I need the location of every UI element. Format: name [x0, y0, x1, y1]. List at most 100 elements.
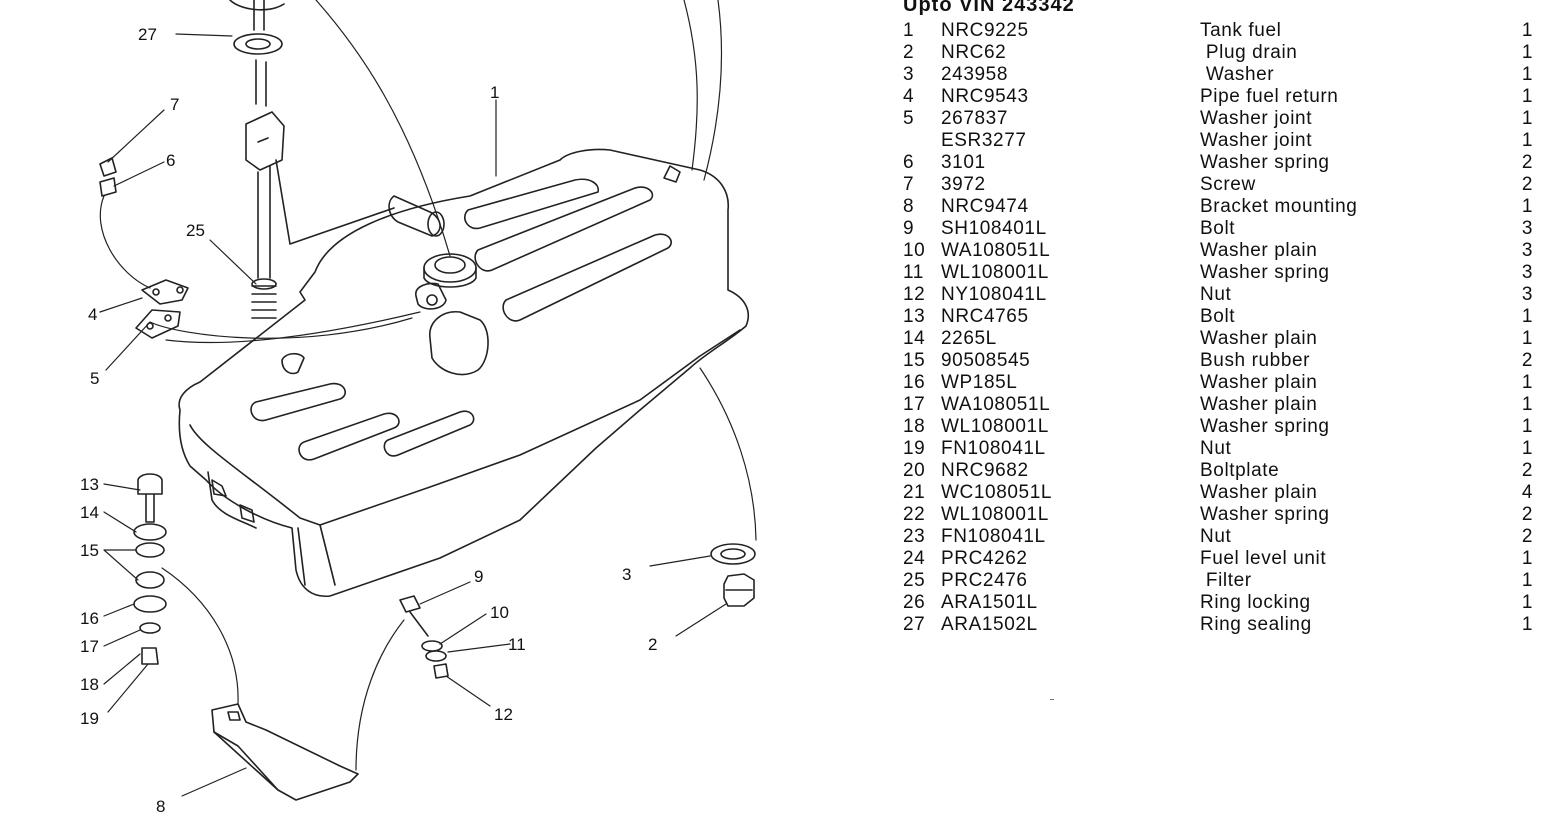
drain-plug — [710, 543, 756, 607]
callout-16: 16 — [80, 609, 99, 628]
part-description: Nut — [1200, 284, 1232, 305]
item-number: 10 — [903, 240, 926, 261]
bolt-stack — [399, 595, 449, 679]
quantity: 1 — [1521, 108, 1533, 129]
part-number: WL108001L — [941, 416, 1049, 437]
quantity: 1 — [1521, 130, 1533, 151]
part-number: PRC4262 — [941, 548, 1028, 569]
part-number: WP185L — [941, 372, 1018, 393]
item-number: 6 — [903, 152, 915, 173]
quantity: 1 — [1521, 42, 1533, 63]
callout-13: 13 — [80, 475, 99, 494]
callout-11: 11 — [508, 635, 526, 654]
part-description: Pipe fuel return — [1200, 86, 1339, 107]
part-description: Washer joint — [1200, 130, 1313, 151]
item-number: 14 — [903, 328, 926, 349]
callout-6: 6 — [166, 151, 175, 170]
part-description: Washer spring — [1200, 416, 1330, 437]
item-number: 26 — [903, 592, 926, 613]
part-number: ARA1502L — [941, 614, 1038, 635]
part-description: Tank fuel — [1200, 20, 1282, 41]
part-description: Bush rubber — [1200, 350, 1311, 371]
callout-8: 8 — [156, 797, 165, 816]
leader-lines — [99, 0, 757, 797]
part-description: Plug drain — [1200, 42, 1298, 63]
item-number: 11 — [903, 262, 924, 283]
stray-mark — [1050, 699, 1054, 700]
quantity: 2 — [1521, 350, 1533, 371]
callout-5: 5 — [90, 369, 99, 388]
quantity: 2 — [1521, 504, 1533, 525]
mounting-bracket — [211, 703, 359, 801]
part-number: 267837 — [941, 108, 1009, 129]
quantity: 3 — [1521, 240, 1533, 261]
item-number: 20 — [903, 460, 926, 481]
part-description: Washer plain — [1200, 482, 1318, 503]
quantity: 3 — [1521, 284, 1533, 305]
part-number: ARA1501L — [941, 592, 1038, 613]
part-number: NRC4765 — [941, 306, 1029, 327]
item-number: 9 — [903, 218, 915, 239]
part-number: NRC9474 — [941, 196, 1029, 217]
part-description: Washer plain — [1200, 394, 1318, 415]
part-number: FN108041L — [941, 438, 1046, 459]
part-number: 2265L — [941, 328, 997, 349]
callout-3: 3 — [622, 565, 631, 584]
fuel-return-pipe — [141, 279, 189, 305]
item-number: 24 — [903, 548, 926, 569]
part-number: WC108051L — [941, 482, 1053, 503]
part-number: NRC9543 — [941, 86, 1029, 107]
callout-19: 19 — [80, 709, 99, 728]
part-description: Washer spring — [1200, 504, 1330, 525]
part-number: 243958 — [941, 64, 1009, 85]
item-number: 13 — [903, 306, 926, 327]
callout-1: 1 — [490, 83, 499, 102]
part-description: Filter — [1200, 570, 1252, 591]
item-number: 25 — [903, 570, 926, 591]
item-number: 27 — [903, 614, 926, 635]
part-description: Washer — [1200, 64, 1275, 85]
table-row: 18 WL108001L Washer spring 1 — [903, 416, 1533, 438]
quantity: 1 — [1521, 328, 1533, 349]
part-number: 3972 — [941, 174, 986, 195]
quantity: 1 — [1521, 64, 1533, 85]
item-number: 18 — [903, 416, 926, 437]
quantity: 2 — [1521, 526, 1533, 547]
mount-stack — [133, 473, 167, 665]
callout-labels: 27 1 7 6 25 4 5 13 14 15 16 17 18 19 9 1… — [80, 25, 657, 816]
part-description: Bolt — [1200, 306, 1236, 327]
quantity: 1 — [1521, 372, 1533, 393]
part-description: Washer joint — [1200, 108, 1313, 129]
quantity: 1 — [1521, 394, 1533, 415]
part-number: NY108041L — [941, 284, 1047, 305]
part-description: Bracket mounting — [1200, 196, 1358, 217]
callout-9: 9 — [474, 567, 483, 586]
quantity: 1 — [1521, 416, 1533, 437]
callout-2: 2 — [648, 635, 657, 654]
quantity: 1 — [1521, 20, 1533, 41]
part-number: NRC62 — [941, 42, 1007, 63]
part-description: Boltplate — [1200, 460, 1280, 481]
part-description: Bolt — [1200, 218, 1236, 239]
part-number: NRC9225 — [941, 20, 1029, 41]
quantity: 2 — [1521, 174, 1533, 195]
callout-27: 27 — [138, 25, 157, 44]
part-description: Washer plain — [1200, 240, 1318, 261]
callout-25: 25 — [186, 221, 205, 240]
part-number: WL108001L — [941, 504, 1049, 525]
